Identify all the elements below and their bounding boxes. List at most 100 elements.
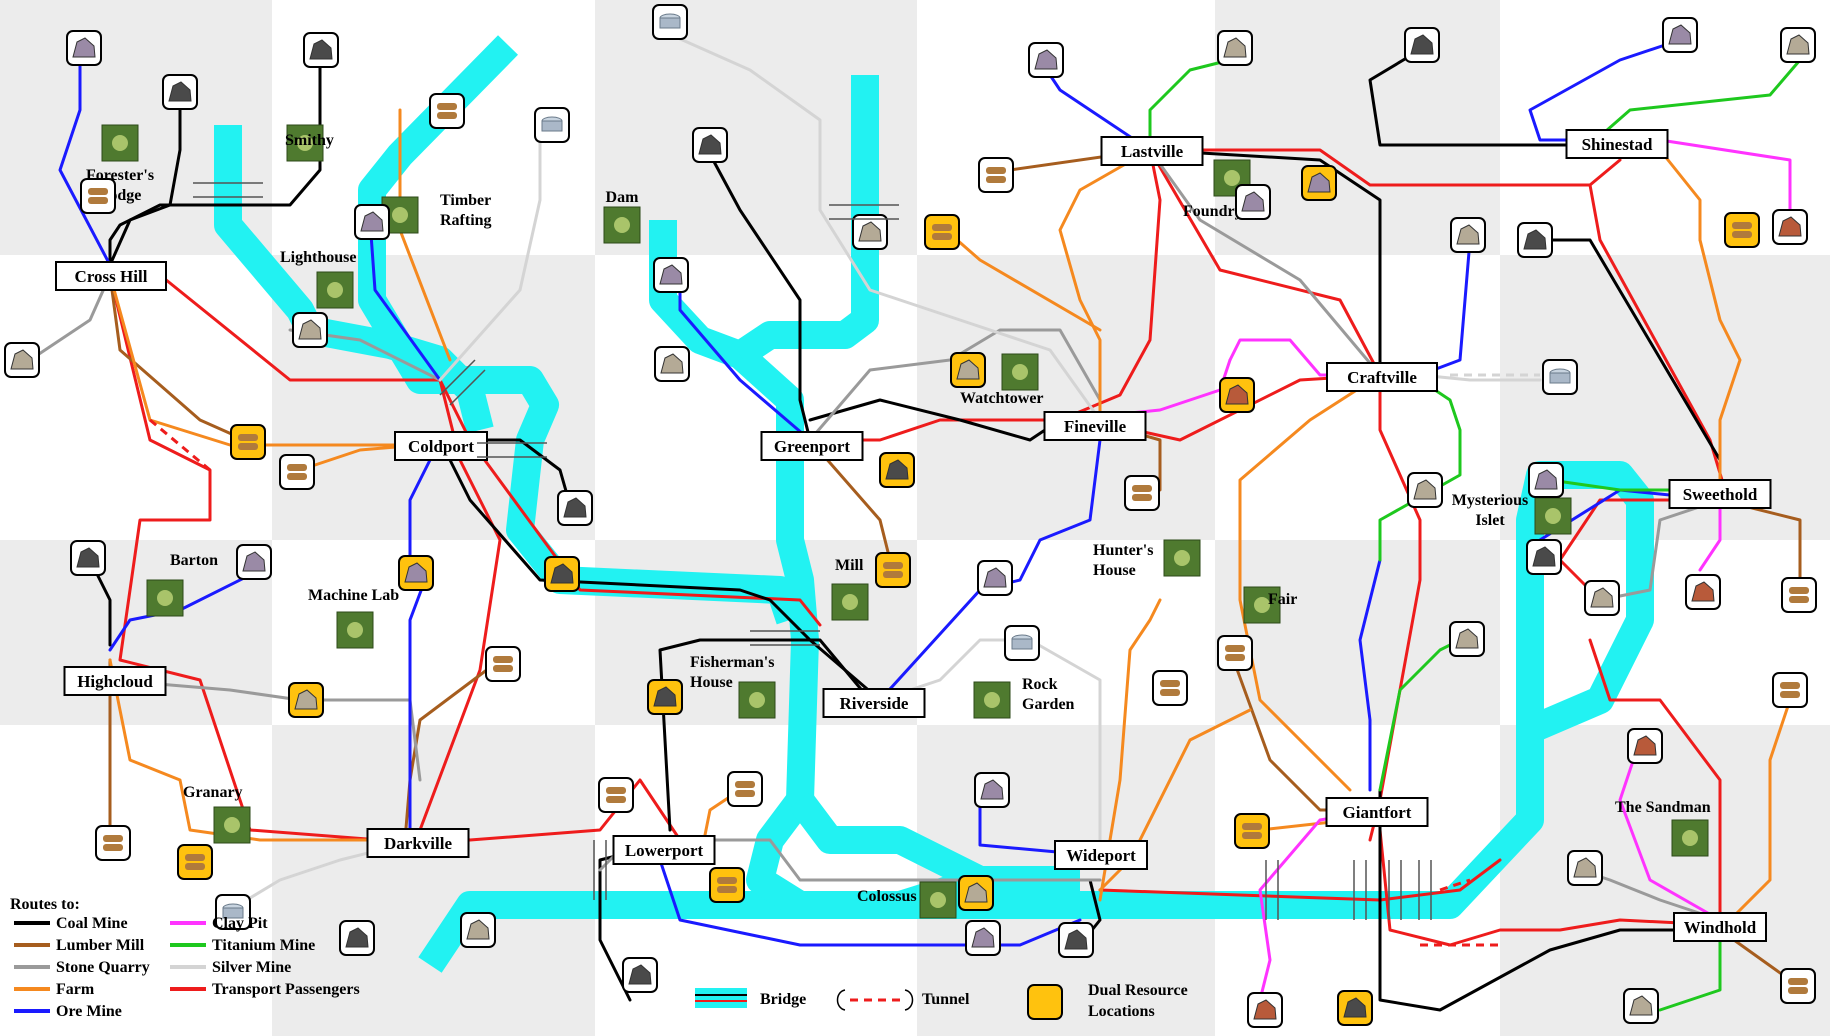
coal-icon: [339, 920, 375, 956]
city-name: Coldport: [408, 437, 474, 456]
legend-item-clay-pit: Clay Pit: [170, 915, 268, 932]
route-ore: [658, 858, 1082, 947]
route-farm: [1718, 698, 1792, 932]
city-greenport[interactable]: Greenport: [760, 431, 864, 461]
route-ore: [978, 798, 1092, 857]
city-windhold[interactable]: Windhold: [1673, 912, 1767, 942]
legend-label: Transport Passengers: [212, 981, 360, 998]
city-wideport[interactable]: Wideport: [1054, 840, 1148, 870]
silver-icon: [215, 894, 251, 930]
place-fair[interactable]: Fair: [1243, 586, 1297, 624]
legend-label: Farm: [56, 981, 95, 998]
lumber-icon: [95, 825, 131, 861]
place-watchtower[interactable]: Watchtower: [960, 353, 1044, 407]
place-the-sandman[interactable]: The Sandman: [1615, 799, 1711, 857]
place-lighthouse[interactable]: Lighthouse: [280, 249, 356, 309]
city-name: Wideport: [1066, 846, 1136, 865]
silver-icon: [652, 4, 688, 40]
lumber-icon: [1772, 672, 1808, 708]
lumber-icon: [727, 771, 763, 807]
coal-icon: [879, 452, 915, 488]
place-granary[interactable]: Granary: [183, 784, 251, 844]
place-dam[interactable]: Dam: [603, 189, 641, 244]
city-name: Craftville: [1347, 368, 1417, 387]
bridge-marks: [193, 182, 1432, 920]
stone-icon: [852, 214, 888, 250]
city-name: Greenport: [774, 437, 851, 456]
route-coal: [108, 58, 322, 267]
coal-icon: [162, 74, 198, 110]
city-lastville[interactable]: Lastville: [1100, 136, 1204, 166]
coal-icon: [692, 127, 728, 163]
lumber-icon: [1152, 670, 1188, 706]
place-colossus[interactable]: Colossus: [857, 881, 957, 919]
city-highcloud[interactable]: Highcloud: [63, 666, 167, 696]
coal-icon: [1058, 922, 1094, 958]
place-foundry[interactable]: Foundry: [1183, 159, 1251, 220]
building-icon: [919, 881, 957, 919]
lumber-icon: [709, 867, 745, 903]
legend-tunnel: Tunnel: [836, 989, 970, 1011]
legend-label: Stone Quarry: [56, 959, 150, 976]
stone-icon: [1407, 472, 1443, 508]
place-label: Dam: [606, 189, 640, 206]
legend-item-titanium-mine: Titanium Mine: [170, 937, 315, 954]
place-mill[interactable]: Mill: [831, 557, 869, 621]
route-ore: [1418, 238, 1472, 377]
tunnels: [149, 143, 1540, 947]
place-label: Garden: [1022, 696, 1075, 713]
place-label: Machine Lab: [308, 587, 399, 604]
route-titanium: [1658, 928, 1722, 1012]
clay-icon: [1772, 209, 1808, 245]
place-smithy[interactable]: Smithy: [285, 124, 334, 162]
city-riverside[interactable]: Riverside: [822, 688, 926, 718]
place-label: House: [1093, 562, 1136, 579]
legend-label: Lumber Mill: [56, 937, 145, 954]
ore-icon: [1028, 42, 1064, 78]
place-label: Watchtower: [960, 390, 1044, 407]
city-sweethold[interactable]: Sweethold: [1668, 479, 1772, 509]
stone-icon: [460, 912, 496, 948]
coal-icon: [1337, 990, 1373, 1026]
place-machine-lab[interactable]: Machine Lab: [308, 587, 399, 649]
place-label: Hunter's: [1093, 542, 1153, 559]
lumber-icon: [1124, 475, 1160, 511]
stone-icon: [1567, 850, 1603, 886]
ore-icon: [354, 204, 390, 240]
city-craftville[interactable]: Craftville: [1326, 362, 1438, 392]
city-giantfort[interactable]: Giantfort: [1325, 797, 1429, 827]
city-darkville[interactable]: Darkville: [366, 828, 470, 858]
coal-icon: [557, 490, 593, 526]
route-clay: [1618, 738, 1722, 922]
legend-label: Coal Mine: [56, 915, 128, 932]
route-transport: [1098, 858, 1502, 902]
place-label: Lighthouse: [280, 249, 356, 266]
place-label: Barton: [170, 552, 218, 569]
city-name: Highcloud: [77, 672, 153, 691]
city-cross-hill[interactable]: Cross Hill: [55, 261, 167, 291]
coal-icon: [303, 32, 339, 68]
ore-icon: [398, 555, 434, 591]
city-name: Darkville: [384, 834, 452, 853]
city-shinestad[interactable]: Shinestad: [1565, 129, 1669, 159]
city-fineville[interactable]: Fineville: [1043, 411, 1147, 441]
place-barton[interactable]: Barton: [146, 552, 218, 617]
city-lowerport[interactable]: Lowerport: [612, 835, 716, 865]
city-name: Sweethold: [1683, 485, 1758, 504]
city-coldport[interactable]: Coldport: [394, 431, 488, 461]
city-name: Riverside: [840, 694, 909, 713]
ore-icon: [965, 920, 1001, 956]
route-transport: [1148, 148, 1622, 187]
place-label: Rock: [1022, 676, 1058, 693]
lumber-icon: [875, 552, 911, 588]
legend-dual-label: Locations: [1088, 1003, 1155, 1020]
stone-icon: [292, 312, 328, 348]
lumber-icon: [924, 214, 960, 250]
